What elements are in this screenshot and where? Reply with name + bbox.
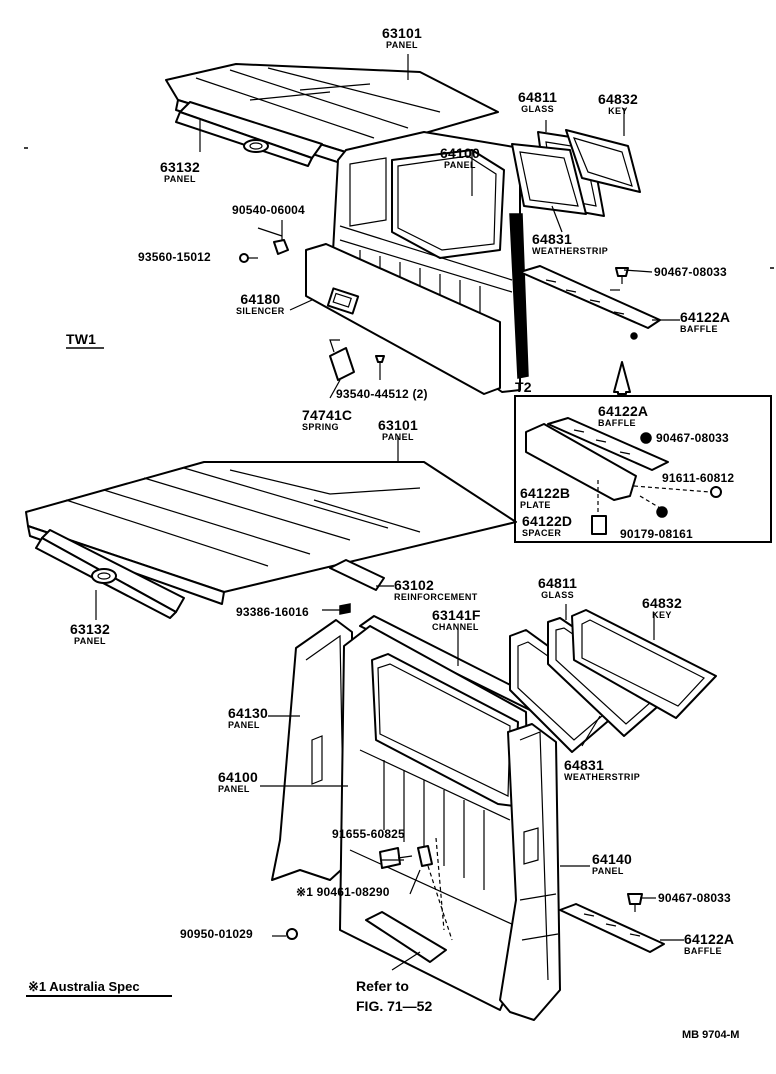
bolt-91655-shape (379, 847, 413, 869)
top-baffle-shape (519, 265, 661, 340)
label-bottom-bolt-93386: 93386-16016 (236, 605, 309, 619)
spring-74741c-shape (329, 339, 355, 399)
plug-90950-shape (286, 928, 298, 940)
refer-line-1: Refer to (356, 978, 409, 994)
label-inset-clip-90467: 90467-08033 (656, 431, 729, 445)
inset-nut-shape (639, 495, 668, 518)
tw1-label: TW1 (66, 331, 97, 347)
lower-bracket-shape (365, 911, 447, 963)
label-inset-nut-90179: 90179-08161 (620, 527, 693, 541)
refer-line-2: FIG. 71—52 (356, 998, 433, 1014)
top-bolt-90540-shape (273, 220, 289, 255)
leader-lines (95, 54, 684, 941)
top-key-shape (565, 129, 641, 193)
inset-clip-shape (640, 432, 652, 444)
figure-code: MB 9704-M (682, 1029, 740, 1041)
top-nut-93560-shape (239, 253, 258, 263)
bottom-weatherstrip-shape (509, 629, 629, 753)
inset-spacer-shape (591, 480, 607, 535)
inset-box (514, 395, 772, 543)
top-weatherstrip-shape (511, 143, 587, 215)
label-bolt-91655: 91655-60825 (332, 827, 405, 841)
label-screw-93540: 93540-44512 (2) (336, 387, 428, 401)
label-top-nut-93560: 93560-15012 (138, 250, 211, 264)
label-inset-bolt-91611: 91611-60812 (662, 471, 735, 485)
bottom-baffle-shape (559, 903, 665, 953)
side-panel-64130-shape (271, 619, 353, 881)
top-side-channel-shape (509, 213, 529, 379)
inset-plate-shape (525, 423, 637, 501)
label-top-bolt-90540: 90540-06004 (232, 203, 305, 217)
top-silencer-shape (305, 243, 501, 395)
bottom-bolt-93386-shape (339, 603, 351, 615)
side-panel-64140-shape (499, 723, 561, 1021)
label-clip-90461: ※1 90461-08290 (296, 885, 390, 899)
bottom-clip-90467-shape (627, 893, 643, 912)
clip-90461-shape (417, 837, 453, 941)
reinforcement-shape (329, 559, 385, 591)
inset-arrow (613, 361, 631, 395)
footnote: ※1 Australia Spec (28, 979, 140, 994)
bottom-back-panel-shape (339, 625, 531, 1011)
inset-bolt-shape (633, 485, 722, 498)
label-bottom-clip-90467: 90467-08033 (658, 891, 731, 905)
bottom-front-panel-shape (35, 529, 185, 619)
label-top-clip-90467: 90467-08033 (654, 265, 727, 279)
bottom-key-shape (571, 609, 717, 719)
refer-note: Refer to FIG. 71—52 (356, 976, 432, 1016)
t2-label: T2 (515, 379, 532, 395)
screw-93540-shape (375, 355, 385, 380)
top-front-panel-shape (175, 101, 323, 167)
inset-baffle-shape (547, 417, 669, 471)
label-plug-90950: 90950-01029 (180, 927, 253, 941)
